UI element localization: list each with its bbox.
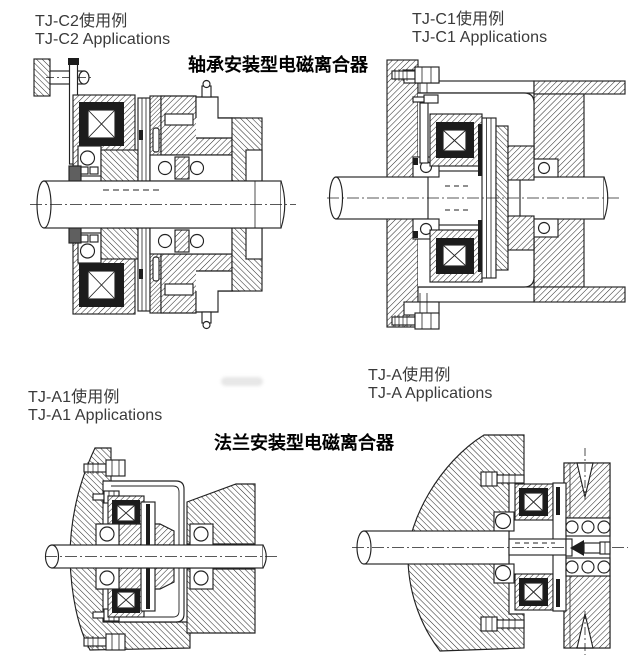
- tj-a1-label-en: TJ-A1 Applications: [28, 407, 163, 424]
- tj-c1-bolt-top: [391, 66, 440, 93]
- tj-a1-shaft: [44, 544, 280, 569]
- section-title-bearing-mounted: 轴承安装型电磁离合器: [188, 55, 368, 75]
- tj-c2-label-en: TJ-C2 Applications: [35, 31, 171, 48]
- tj-a1-drawing: [44, 447, 280, 651]
- tj-a-shaft: [352, 530, 628, 565]
- tj-c2-hub-right: [231, 117, 263, 292]
- tj-c2-drawing: [30, 58, 296, 330]
- tj-c1-label-cn: TJ-C1使用例: [412, 11, 505, 28]
- figure-label-tj-c2: TJ-C2使用例 TJ-C2 Applications: [35, 13, 170, 49]
- tj-c2-left-bearing-bottom: [77, 232, 102, 264]
- tj-c2-hub-top: [100, 149, 139, 182]
- tj-a-bolt-top: [480, 471, 525, 487]
- tj-a1-bearings: [95, 523, 214, 590]
- tj-c2-spacer-top: [68, 165, 82, 183]
- tj-a1-bolt-top-outer: [83, 459, 126, 477]
- section-title-flange-mounted: 法兰安装型电磁离合器: [214, 433, 394, 453]
- tj-a-bearings: [493, 511, 611, 584]
- tj-a-drawing: [352, 434, 628, 655]
- tj-c2-spacer-bottom: [68, 226, 82, 244]
- tj-c1-drawing: [327, 59, 626, 330]
- scan-smudge: [221, 377, 263, 386]
- tj-a1-label-cn: TJ-A1使用例: [28, 389, 120, 406]
- tj-c2-shaft: [30, 180, 296, 229]
- tj-a-label-en: TJ-A Applications: [368, 385, 493, 402]
- tj-c2-bracket-top: [195, 79, 241, 139]
- tj-a-label-cn: TJ-A使用例: [368, 367, 451, 384]
- tj-a-bolt-bottom: [480, 616, 525, 632]
- tj-c1-label-en: TJ-C1 Applications: [412, 29, 548, 46]
- figure-label-tj-c1: TJ-C1使用例 TJ-C1 Applications: [412, 11, 547, 47]
- tj-c1-bolt-bottom: [391, 293, 440, 330]
- tj-c2-hub-bottom: [100, 227, 139, 260]
- tj-a-shaft-nut: [565, 538, 611, 557]
- figure-label-tj-a1: TJ-A1使用例 TJ-A1 Applications: [28, 389, 162, 425]
- tj-c2-label-cn: TJ-C2使用例: [35, 13, 128, 30]
- tj-a1-bolt-bottom-outer: [83, 633, 126, 651]
- tj-c2-left-bearing-top: [77, 145, 102, 177]
- figure-label-tj-a: TJ-A使用例 TJ-A Applications: [368, 367, 492, 403]
